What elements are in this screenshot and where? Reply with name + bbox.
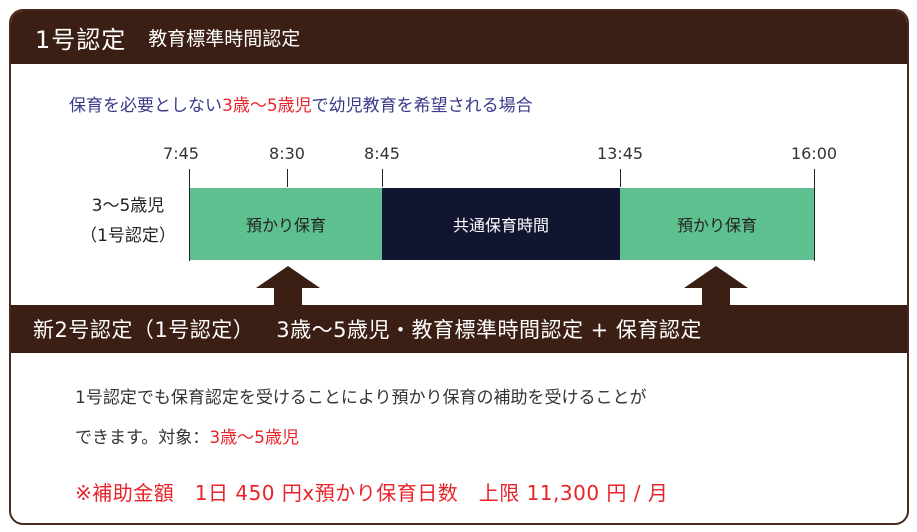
body-line-2-highlight: 3歳〜5歳児 bbox=[209, 428, 299, 448]
tick-label: 8:45 bbox=[364, 144, 400, 163]
body-line-2: できます。対象：3歳〜5歳児 bbox=[75, 423, 299, 448]
tick-line bbox=[287, 169, 288, 187]
tick-label: 8:30 bbox=[269, 144, 305, 163]
up-arrow-icon bbox=[256, 266, 320, 306]
up-arrow-icon bbox=[684, 266, 748, 306]
body-line-2-text: できます。対象： bbox=[75, 428, 210, 448]
tick-line bbox=[814, 169, 815, 261]
tick-label: 13:45 bbox=[596, 144, 644, 163]
header-nintei-1: 1号認定 教育標準時間認定 bbox=[11, 11, 907, 64]
tick-line bbox=[189, 169, 190, 261]
segment-azukari-afternoon: 預かり保育 bbox=[620, 188, 814, 260]
header-nintei-2: 新2号認定（1号認定） 3歳〜5歳児・教育標準時間認定 + 保育認定 bbox=[11, 305, 907, 353]
header-title: 1号認定 bbox=[35, 26, 127, 54]
tick-line bbox=[382, 169, 383, 187]
header2-title: 新2号認定（1号認定） bbox=[33, 318, 255, 342]
description-text: 保育を必要としない bbox=[69, 96, 222, 116]
main-panel: 1号認定 教育標準時間認定 保育を必要としない3歳〜5歳児で幼児教育を希望される… bbox=[9, 9, 909, 525]
header2-subtitle: 3歳〜5歳児・教育標準時間認定 + 保育認定 bbox=[276, 318, 702, 342]
row-label-type: （1号認定） bbox=[80, 226, 176, 246]
tick-label: 16:00 bbox=[790, 144, 838, 163]
description-text-after: で幼児教育を希望される場合 bbox=[311, 96, 533, 116]
tick-label: 7:45 bbox=[163, 144, 199, 163]
row-label: 3〜5歳児 （1号認定） bbox=[73, 191, 183, 251]
segment-common-hours: 共通保育時間 bbox=[382, 188, 620, 260]
header-subtitle: 教育標準時間認定 bbox=[148, 28, 301, 50]
description-highlight: 3歳〜5歳児 bbox=[222, 96, 312, 116]
description: 保育を必要としない3歳〜5歳児で幼児教育を希望される場合 bbox=[69, 91, 533, 116]
body-line-1: 1号認定でも保育認定を受けることにより預かり保育の補助を受けることが bbox=[75, 388, 647, 408]
subsidy-note: ※補助金額 1日 450 円x預かり保育日数 上限 11,300 円 / 月 bbox=[75, 481, 669, 505]
tick-line bbox=[620, 169, 621, 187]
segment-azukari-morning: 預かり保育 bbox=[190, 188, 382, 260]
row-label-age: 3〜5歳児 bbox=[91, 196, 165, 216]
